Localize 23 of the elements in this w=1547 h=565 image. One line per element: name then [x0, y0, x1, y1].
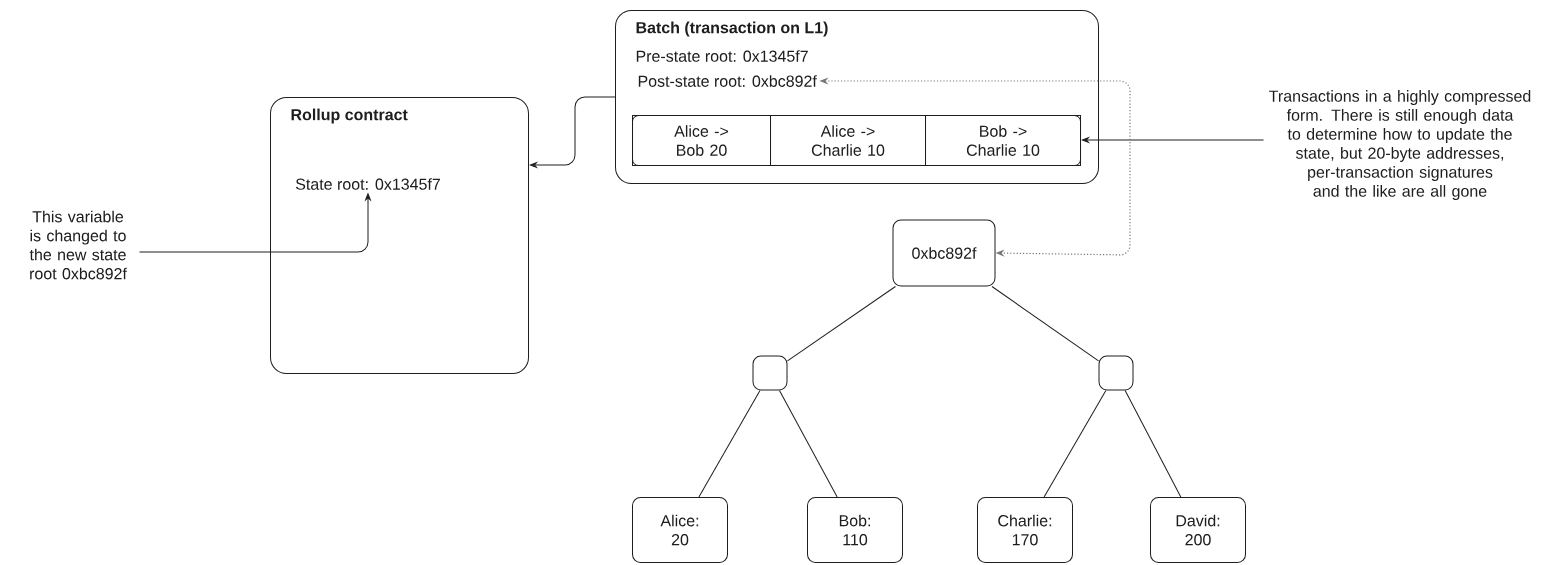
tree-line [698, 390, 761, 498]
table-cell: Alice -> Charlie 10 [770, 115, 926, 166]
annotation-text: This variable is changed to the new state root 0xbc892f [29, 210, 127, 280]
arrow [529, 96, 616, 168]
leaf-box: Charlie: 170 [977, 497, 1073, 563]
tree-node-box: 0xbc892f [892, 219, 996, 287]
small-box [752, 355, 788, 391]
table-cell: Alice -> Bob 20 [632, 115, 771, 166]
small-box [1098, 355, 1134, 391]
tree-line [779, 390, 838, 498]
leaf-box: David: 200 [1150, 497, 1246, 563]
leaf-box: Bob: 110 [807, 497, 903, 563]
tree-line [991, 286, 1099, 362]
tree-line [1043, 390, 1107, 498]
arrow [1081, 137, 1264, 143]
text-label: Post-state root: 0xbc892f [638, 75, 817, 87]
annotation-text: Transactions in a highly compressed form. There is still enough data to determine how to update the state, but 20-byte addresses, per-transaction signatures and the like are all gone [1269, 90, 1531, 200]
tree-line [1124, 390, 1182, 498]
text-label: State root: 0x1345f7 [295, 178, 440, 190]
arrow [139, 193, 371, 253]
table-cell: Bob -> Charlie 10 [925, 115, 1081, 166]
tree-line [787, 286, 896, 362]
leaf-box: Alice: 20 [632, 497, 728, 563]
